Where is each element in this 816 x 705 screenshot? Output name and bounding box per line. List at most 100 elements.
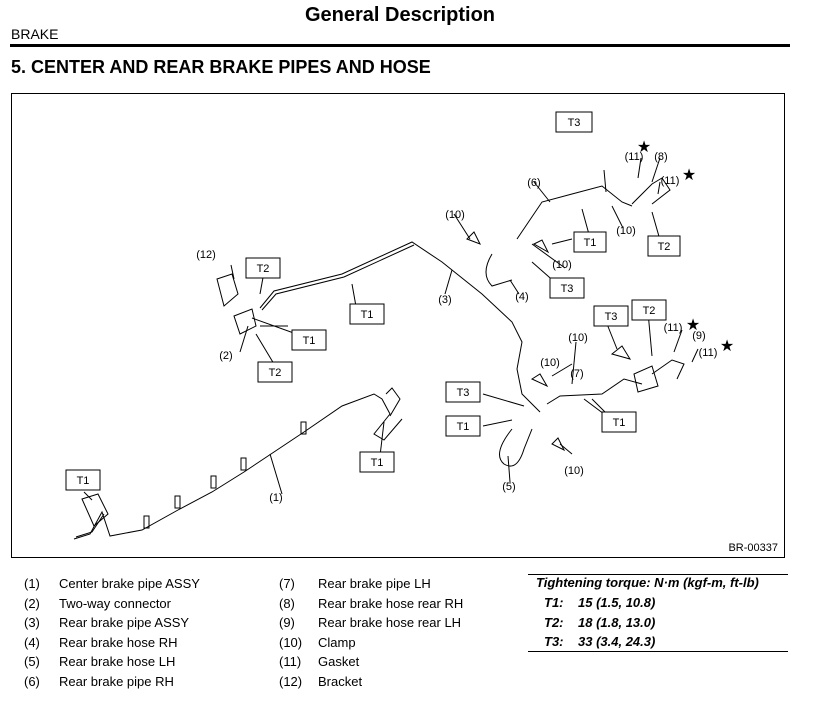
torque-tag-t3: T3 xyxy=(457,387,470,399)
torque-key: T2: xyxy=(544,615,564,630)
two-way-connector xyxy=(233,308,257,335)
callout-7: (7) xyxy=(570,368,583,380)
rear-brake-hose-rear-rh xyxy=(631,177,671,205)
rear-bracket-lh xyxy=(633,365,659,393)
torque-tag-t2: T2 xyxy=(269,367,282,379)
callout-6: (6) xyxy=(527,177,540,189)
legend-number: (2) xyxy=(24,596,40,611)
torque-key: T1: xyxy=(544,595,564,610)
callout-8: (8) xyxy=(654,151,667,163)
legend-number: (10) xyxy=(279,635,303,650)
callout-11: (11) xyxy=(625,151,644,163)
front-bracket xyxy=(81,493,109,527)
clamp xyxy=(551,437,566,452)
callout-10: (10) xyxy=(616,225,636,237)
pipe-clip xyxy=(174,495,181,509)
legend-number: (4) xyxy=(24,635,40,650)
legend-text: Bracket xyxy=(318,674,363,689)
brake-pipe-diagram: T3 T2 T1 T3 T2 T1 T1 T2 T3 T2 T3 T1 T1 T… xyxy=(11,93,785,558)
pipe-clip xyxy=(240,457,247,471)
torque-tag-t3: T3 xyxy=(605,311,618,323)
callout-11: (11) xyxy=(661,175,680,187)
torque-tag-t1: T1 xyxy=(613,417,626,429)
callout-10: (10) xyxy=(568,332,588,344)
legend-text: Rear brake pipe RH xyxy=(59,674,174,689)
torque-tag-box xyxy=(445,415,481,437)
callout-11: (11) xyxy=(699,347,718,359)
torque-tag-t1: T1 xyxy=(303,335,316,347)
rear-brake-hose-rear-lh xyxy=(651,359,685,380)
legend-text: Clamp xyxy=(318,635,356,650)
callout-9: (9) xyxy=(692,330,705,342)
pipe-clip xyxy=(300,421,307,435)
pipe-clip xyxy=(143,515,150,529)
torque-tag-t1: T1 xyxy=(77,475,90,487)
torque-tag-box xyxy=(601,411,637,433)
callout-10: (10) xyxy=(540,357,560,369)
callout-11: (11) xyxy=(664,322,683,334)
diagram-drawing: T3 T2 T1 T3 T2 T1 T1 T2 T3 T2 T3 T1 T1 T… xyxy=(65,111,734,540)
star-icon: ★ xyxy=(686,315,700,334)
torque-tag-box xyxy=(573,231,607,253)
section-label: BRAKE xyxy=(11,26,59,42)
torque-table: Tightening torque: N·m (kgf-m, ft-lb) T1… xyxy=(528,572,788,654)
torque-tag-box xyxy=(555,111,593,133)
legend-text: Rear brake hose rear RH xyxy=(318,596,464,611)
torque-tag-box xyxy=(65,469,101,491)
rear-brake-pipe-assy xyxy=(259,241,541,413)
torque-tag-box xyxy=(549,277,585,299)
rear-brake-hose-lh xyxy=(499,428,533,467)
section-heading: 5. CENTER AND REAR BRAKE PIPES AND HOSE xyxy=(11,57,431,77)
callout-2: (2) xyxy=(219,350,232,362)
torque-tag-box xyxy=(593,305,629,327)
clamp xyxy=(610,345,632,360)
star-icon: ★ xyxy=(720,336,734,355)
legend-number: (8) xyxy=(279,596,295,611)
torque-tag-t2: T2 xyxy=(257,263,270,275)
torque-tag-box xyxy=(291,329,327,351)
header-rule xyxy=(10,44,790,47)
torque-tag-box xyxy=(631,299,667,321)
torque-tag-t2: T2 xyxy=(658,241,671,253)
legend-number: (5) xyxy=(24,654,40,669)
torque-tag-t2: T2 xyxy=(643,305,656,317)
torque-title: Tightening torque: N·m (kgf-m, ft-lb) xyxy=(536,575,759,590)
legend-text: Rear brake hose rear LH xyxy=(318,615,462,630)
torque-tag-t3: T3 xyxy=(568,117,581,129)
torque-key: T3: xyxy=(544,634,564,649)
rear-brake-pipe-rh xyxy=(516,185,633,240)
legend-text: Rear brake pipe ASSY xyxy=(59,615,190,630)
torque-tag-t3: T3 xyxy=(561,283,574,295)
callout-5: (5) xyxy=(502,481,515,493)
rear-brake-hose-rh xyxy=(485,253,513,287)
legend-right: (7)Rear brake pipe LH (8)Rear brake hose… xyxy=(279,576,519,696)
legend-text: Two-way connector xyxy=(59,596,171,611)
clamp xyxy=(530,373,549,388)
legend-number: (9) xyxy=(279,615,295,630)
legend-text: Center brake pipe ASSY xyxy=(59,576,200,591)
torque-tag-box xyxy=(647,235,681,257)
torque-value: 33 (3.4, 24.3) xyxy=(578,634,656,649)
legend-number: (1) xyxy=(24,576,40,591)
bracket xyxy=(216,273,239,307)
clamp xyxy=(466,231,482,245)
torque-value: 18 (1.8, 13.0) xyxy=(578,615,656,630)
callout-10: (10) xyxy=(564,465,584,477)
callout-12: (12) xyxy=(196,249,216,261)
torque-tag-box xyxy=(245,257,281,279)
torque-tag-t1: T1 xyxy=(361,309,374,321)
legend-text: Rear brake pipe LH xyxy=(318,576,431,591)
torque-tag-t1: T1 xyxy=(371,457,384,469)
legend-text: Gasket xyxy=(318,654,360,669)
torque-tag-box xyxy=(349,303,385,325)
torque-tag-box xyxy=(359,451,395,473)
page-title: General Description xyxy=(304,4,496,26)
callout-10: (10) xyxy=(552,259,572,271)
legend-number: (12) xyxy=(279,674,303,689)
legend-number: (11) xyxy=(279,654,302,669)
torque-rule xyxy=(528,574,788,575)
legend-text: Rear brake hose RH xyxy=(59,635,178,650)
star-icon: ★ xyxy=(682,165,696,184)
legend-number: (6) xyxy=(24,674,40,689)
rear-brake-pipe-lh xyxy=(546,378,643,405)
